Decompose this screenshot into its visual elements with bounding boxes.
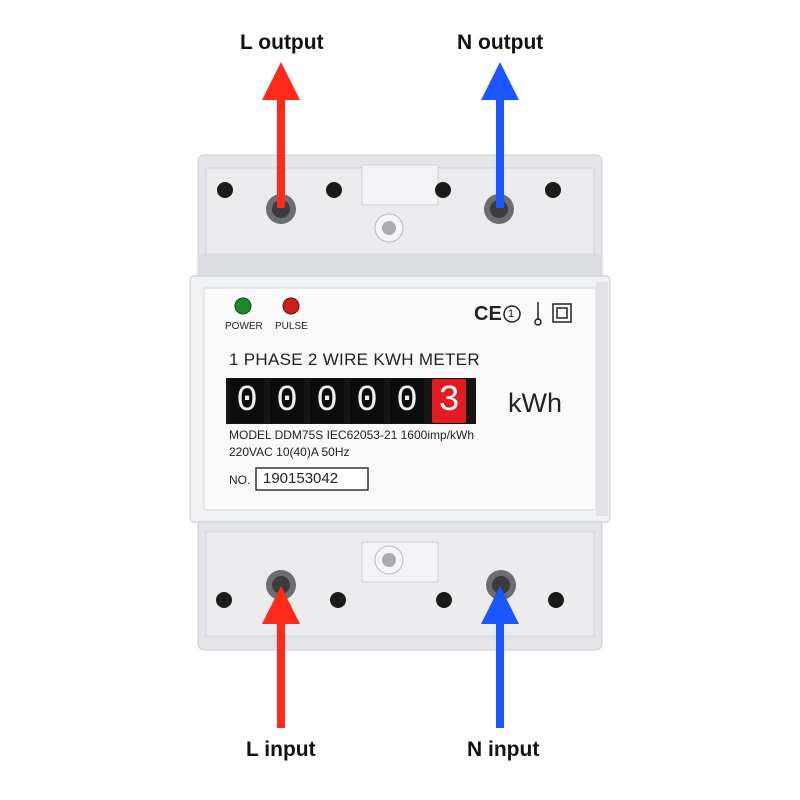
serial-box	[255, 467, 369, 491]
top-mount-hole-inner	[382, 221, 396, 235]
l-output-arrow	[262, 62, 300, 208]
bottom-mount-hole-inner	[382, 553, 396, 567]
thermometer-icon	[534, 302, 542, 326]
power-led	[234, 297, 252, 315]
serial-number: 190153042	[263, 470, 339, 487]
counter-digit: 0	[390, 379, 424, 423]
n-input-arrow	[481, 586, 519, 728]
counter-digit: 0	[270, 379, 304, 423]
pulse-label: PULSE	[275, 321, 308, 332]
counter-digit: 0	[230, 379, 264, 423]
l-input-label: L input	[246, 738, 316, 761]
n-output-arrow	[481, 62, 519, 208]
double-insulation-icon	[552, 303, 572, 323]
top-holes	[217, 182, 561, 198]
rating-line: 220VAC 10(40)A 50Hz	[229, 445, 350, 459]
class-mark: 1	[508, 308, 515, 320]
l-input-arrow	[262, 586, 300, 728]
n-input-label: N input	[467, 738, 540, 761]
counter-digit: 0	[350, 379, 384, 423]
unit-label: kWh	[508, 388, 562, 418]
counter-digit-decimal: 3	[432, 379, 466, 423]
class-mark-circle	[503, 305, 521, 323]
top-clip	[361, 164, 439, 206]
pulse-led	[282, 297, 300, 315]
meter-side-edge	[596, 282, 608, 516]
serial-no-label: NO.	[229, 473, 251, 487]
l-output-label: L output	[240, 31, 324, 54]
meter-title: 1 PHASE 2 WIRE KWH METER	[229, 350, 480, 369]
ce-mark: CE	[474, 303, 502, 325]
n-output-label: N output	[457, 31, 544, 54]
top-step	[198, 254, 602, 276]
model-line: MODEL DDM75S IEC62053-21 1600imp/kWh	[229, 428, 474, 442]
power-label: POWER	[225, 321, 263, 332]
bottom-screws	[266, 570, 516, 600]
bottom-holes	[216, 592, 564, 608]
counter-digit: 0	[310, 379, 344, 423]
